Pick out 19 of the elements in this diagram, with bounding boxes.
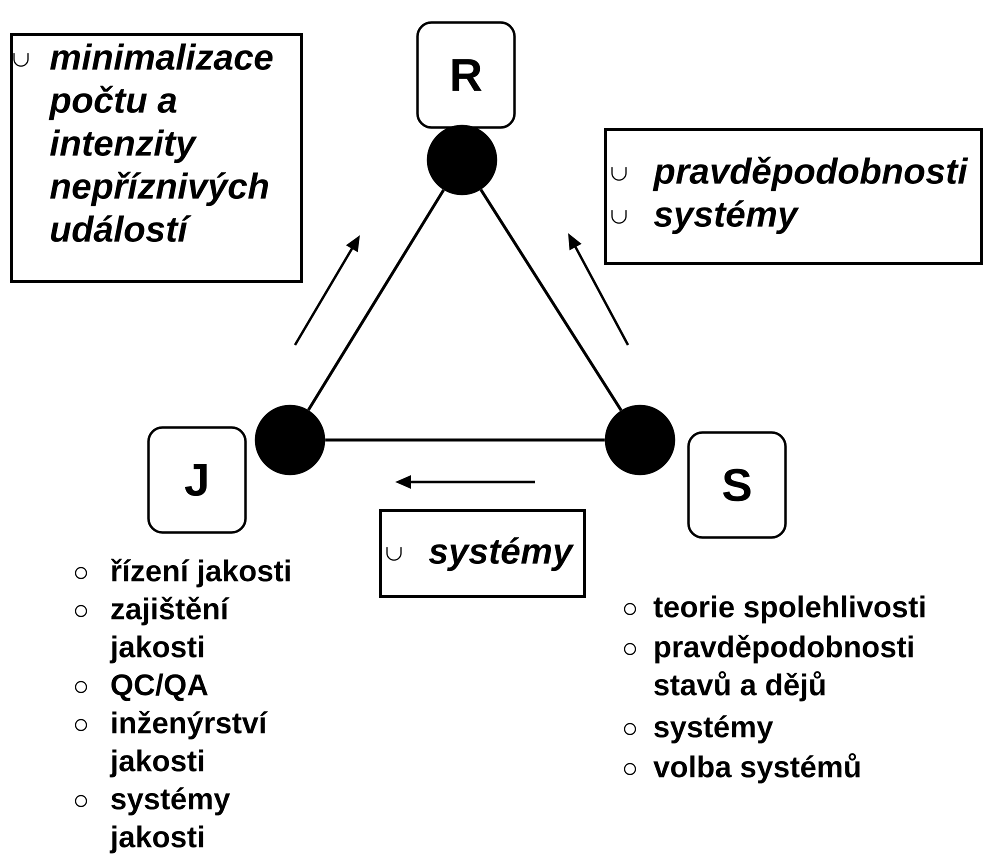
list-item: QC/QA xyxy=(111,673,208,702)
letter-box: S xyxy=(687,431,787,539)
list-item: zajištění jakosti xyxy=(110,596,230,664)
list-item: teorie spolehlivosti xyxy=(654,595,924,624)
list-item: řízení jakosti xyxy=(111,558,290,588)
list-item: systémy xyxy=(654,715,774,744)
text-box: systémy xyxy=(379,509,586,598)
letter-box: J xyxy=(147,426,247,534)
letter-box: R xyxy=(416,21,516,129)
list-item: systémy jakosti xyxy=(110,787,230,854)
junction-dot xyxy=(604,404,676,476)
connector-line xyxy=(307,189,445,411)
connector-line xyxy=(325,438,605,442)
connector-line xyxy=(480,188,622,412)
junction-dot xyxy=(254,404,326,476)
text-box: pravděpodobnosti systémy xyxy=(604,128,983,265)
junction-dot xyxy=(426,124,498,196)
text-box: minimalizace počtu a intenzity nepříznivých událostí xyxy=(10,33,303,283)
list-item: volba systémů xyxy=(653,753,860,784)
